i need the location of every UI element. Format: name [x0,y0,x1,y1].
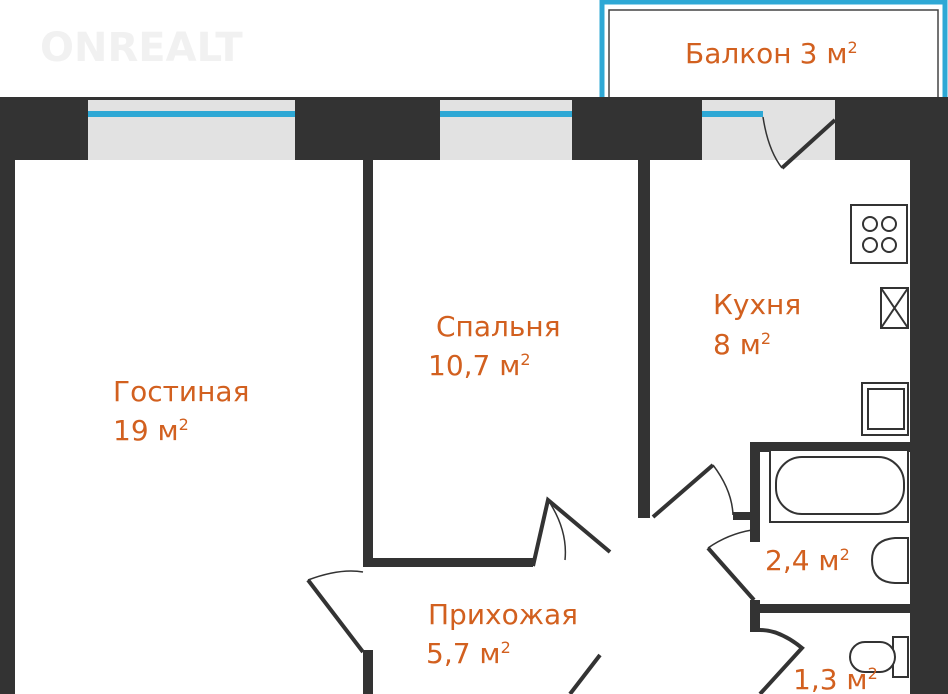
balcony-area: 3 м [799,37,848,70]
stove-icon [850,204,908,264]
living-room-name: Гостиная [113,375,250,408]
living-room-area: 19 м [113,414,179,447]
living-room-area-line: 19 м2 [113,415,189,447]
toilet-area-line: 1,3 м2 [793,664,878,694]
bedroom-name: Спальня [436,310,561,343]
living-room-area-sup: 2 [178,415,189,434]
toilet-area: 1,3 м [793,663,868,694]
kitchen-area-line: 8 м2 [713,329,771,361]
balcony [599,0,948,105]
kitchen-area: 8 м [713,328,761,361]
bathtub-icon [769,449,909,523]
bedroom-area: 10,7 м [428,349,521,382]
bedroom-area-line: 10,7 м2 [428,350,531,382]
sink-icon [861,382,909,436]
bathroom-area: 2,4 м [765,544,840,577]
bathroom-area-line: 2,4 м2 [765,545,850,577]
vent-icon [880,287,909,329]
kitchen-name: Кухня [713,288,802,321]
balcony-area-sup: 2 [847,38,858,57]
bedroom-area-sup: 2 [520,350,531,369]
watermark: ONREALT [40,25,243,71]
windows [88,100,835,160]
hallway-area-sup: 2 [500,638,511,657]
balcony-name: Балкон [685,37,792,70]
hallway-name: Прихожая [428,598,578,631]
bathroom-area-sup: 2 [839,545,850,564]
kitchen-area-sup: 2 [760,329,772,348]
hallway-area-line: 5,7 м2 [426,638,511,670]
toilet-icon [849,636,909,678]
hallway-area: 5,7 м [426,637,501,670]
fixtures [769,204,909,678]
toilet-area-sup: 2 [867,664,878,683]
doors [306,116,837,694]
washbasin-icon [870,537,909,584]
